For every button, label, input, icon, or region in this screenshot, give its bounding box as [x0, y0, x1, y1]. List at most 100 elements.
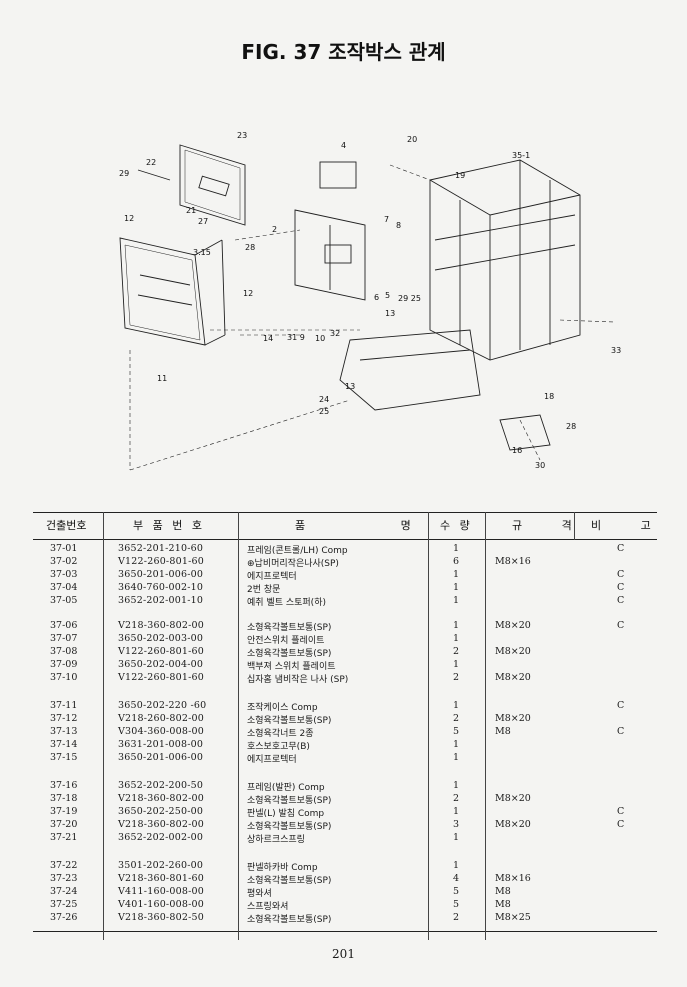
cover-plate — [179, 144, 246, 226]
cell-name: 소형육각볼트보통(SP) — [247, 822, 332, 832]
cell-part: V218-360-802-00 — [118, 793, 204, 804]
col-divider — [574, 512, 575, 540]
cell-name: 소형육각볼트보통(SP) — [247, 796, 332, 806]
cell-note: C — [617, 726, 625, 737]
svg-text:16: 16 — [512, 446, 522, 455]
bracket — [499, 414, 551, 451]
cell-code: 37-19 — [50, 806, 78, 817]
svg-text:18: 18 — [544, 392, 554, 401]
cell-qty: 2 — [453, 713, 460, 724]
cell-part: V122-260-801-60 — [118, 646, 204, 657]
cell-spec: M8×16 — [495, 556, 531, 567]
header-quantity: 수 량 — [440, 519, 473, 532]
cell-part: V218-360-801-60 — [118, 873, 204, 884]
step-frame — [339, 329, 481, 411]
svg-text:21: 21 — [186, 206, 196, 215]
svg-text:33: 33 — [611, 346, 621, 355]
svg-text:13: 13 — [385, 309, 395, 318]
svg-text:19: 19 — [455, 171, 465, 180]
table-top-rule — [33, 512, 657, 513]
svg-text:6: 6 — [374, 293, 379, 302]
cell-name: 소형육각볼트보통(SP) — [247, 716, 332, 726]
cell-part: 3652-201-210-60 — [118, 543, 204, 554]
cell-note: C — [617, 700, 625, 711]
cell-spec: M8×20 — [495, 672, 531, 683]
cell-qty: 4 — [453, 873, 460, 884]
cell-qty: 1 — [453, 659, 460, 670]
cell-qty: 1 — [453, 806, 460, 817]
cell-part: 3650-202-003-00 — [118, 633, 204, 644]
cell-part: 3652-202-002-00 — [118, 832, 204, 843]
cell-spec: M8×16 — [495, 873, 531, 884]
page-number: 201 — [332, 947, 355, 961]
svg-text:4: 4 — [341, 141, 346, 150]
cell-qty: 1 — [453, 633, 460, 644]
svg-text:31 9: 31 9 — [287, 333, 305, 342]
svg-text:12: 12 — [124, 214, 134, 223]
col-divider — [238, 512, 239, 940]
col-divider — [485, 512, 486, 940]
diagram-drawing: 23 22 29 20 4 35-1 19 12 21 27 3.15 2 7 … — [119, 131, 621, 471]
cell-code: 37-02 — [50, 556, 78, 567]
table-bottom-rule — [33, 931, 657, 932]
cell-code: 37-12 — [50, 713, 78, 724]
svg-text:14: 14 — [263, 334, 273, 343]
window-part — [319, 161, 357, 189]
cell-spec: M8×20 — [495, 646, 531, 657]
cell-note: C — [617, 806, 625, 817]
svg-text:32: 32 — [330, 329, 340, 338]
cell-qty: 2 — [453, 646, 460, 657]
cell-qty: 1 — [453, 780, 460, 791]
svg-text:8: 8 — [396, 221, 401, 230]
cell-name: 소형육각너트 2종 — [247, 729, 314, 739]
cell-spec: M8 — [495, 726, 511, 737]
cell-part: 3650-202-004-00 — [118, 659, 204, 670]
cell-code: 37-03 — [50, 569, 78, 580]
cell-name: 프레임(콘트롤/LH) Comp — [247, 546, 348, 556]
table-header-rule — [33, 539, 657, 540]
cell-part: V218-260-802-00 — [118, 713, 204, 724]
cell-name: 조작케이스 Comp — [247, 703, 318, 713]
cell-name: 예취 벨트 스토퍼(하) — [247, 598, 326, 608]
cell-code: 37-24 — [50, 886, 78, 897]
cell-name: 소형육각볼트보통(SP) — [247, 915, 332, 925]
cell-qty: 1 — [453, 569, 460, 580]
cell-name: ⊕납비머리작은나사(SP) — [247, 559, 339, 569]
cell-code: 37-16 — [50, 780, 78, 791]
cell-name: 에지프로텍터 — [247, 755, 297, 765]
cell-name: 평와셔 — [247, 889, 272, 899]
col-divider — [103, 512, 104, 940]
cell-code: 37-08 — [50, 646, 78, 657]
cell-code: 37-21 — [50, 832, 78, 843]
cell-qty: 1 — [453, 595, 460, 606]
cell-qty: 1 — [453, 860, 460, 871]
svg-text:11: 11 — [157, 374, 167, 383]
cell-code: 37-15 — [50, 752, 78, 763]
cell-part: V218-360-802-00 — [118, 819, 204, 830]
figure-title: FIG. 37 조작박스 관계 — [241, 40, 446, 64]
cell-spec: M8×20 — [495, 793, 531, 804]
cell-qty: 2 — [453, 672, 460, 683]
svg-text:22: 22 — [146, 158, 156, 167]
cell-note: C — [617, 819, 625, 830]
cell-spec: M8 — [495, 899, 511, 910]
cell-part: 3650-202-220 -60 — [118, 700, 207, 711]
cell-qty: 5 — [453, 899, 460, 910]
svg-text:23: 23 — [237, 131, 247, 140]
cell-code: 37-09 — [50, 659, 78, 670]
cell-qty: 2 — [453, 912, 460, 923]
col-divider — [428, 512, 429, 940]
cell-part: V218-360-802-50 — [118, 912, 204, 923]
header-remarks: 비 고 — [591, 519, 669, 532]
cell-name: 상하르크스프링 — [247, 835, 305, 845]
